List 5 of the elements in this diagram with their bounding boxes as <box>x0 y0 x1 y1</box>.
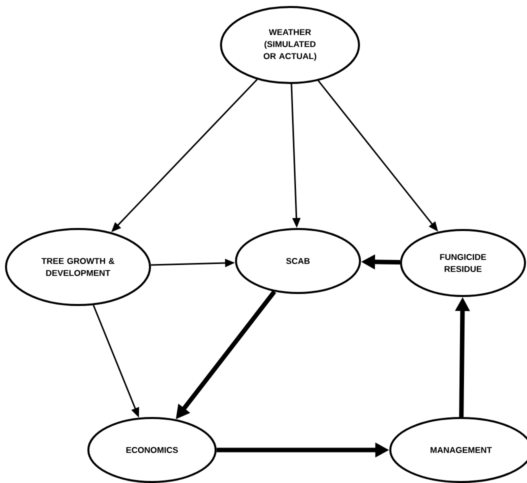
ellipse-node: FUNGICIDE RESIDUE <box>400 229 526 297</box>
ellipse-node: WEATHER (SIMULATED OR ACTUAL) <box>220 6 360 84</box>
ellipse-node: SCAB <box>235 228 361 294</box>
ellipse-node: TREE GROWTH & DEVELOPMENT <box>5 228 151 306</box>
ellipse-node: ECONOMICS <box>87 417 217 483</box>
